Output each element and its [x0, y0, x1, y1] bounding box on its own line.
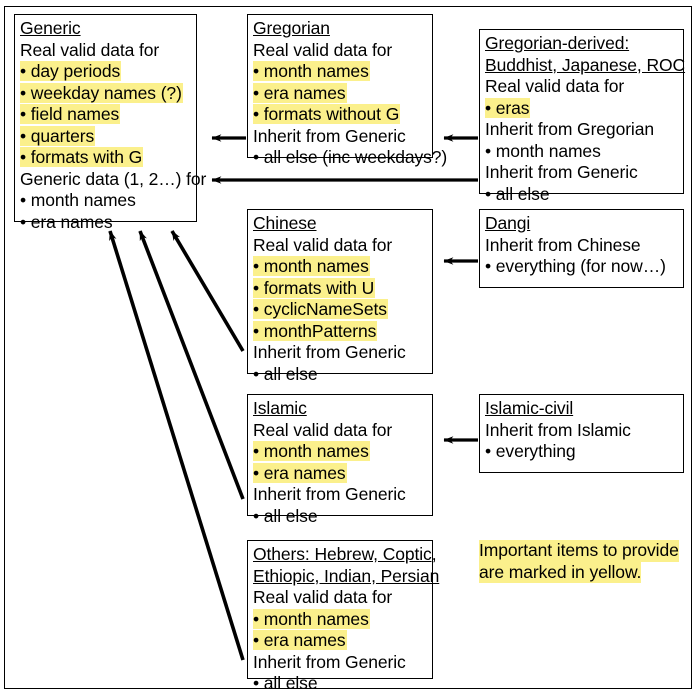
node-line-text: • day periods — [20, 61, 122, 81]
legend-line-2-wrap: are marked in yellow. — [479, 561, 689, 583]
node-line: • month names — [485, 140, 601, 161]
node-line: • field names — [20, 104, 191, 126]
node-line: Inherit from Generic — [253, 342, 406, 362]
node-line-text: • field names — [20, 104, 121, 124]
node-line: • day periods — [20, 61, 191, 83]
node-line-text: • month names — [253, 61, 370, 81]
node-line: • all else — [253, 363, 318, 384]
node-line-text: • weekday names (?) — [20, 82, 183, 103]
node-line: • all else (inc weekdays?) — [253, 147, 448, 167]
node-line-text: • quarters — [20, 125, 96, 146]
node-line: • formats without G — [253, 104, 427, 126]
node-line: • formats with U — [253, 277, 427, 300]
legend-line-2: are marked in yellow. — [479, 561, 642, 583]
node-line: • all else — [485, 183, 550, 204]
node-generic-title: Generic — [20, 18, 81, 38]
node-line: • monthPatterns — [253, 320, 427, 343]
node-islamic-civil[interactable]: Islamic-civil Inherit from Islamic • eve… — [479, 394, 684, 473]
node-line: • quarters — [20, 125, 191, 148]
node-line-text: • formats with G — [20, 147, 144, 167]
node-islamic-title: Islamic — [253, 398, 307, 418]
node-islamic-civil-lines: Inherit from Islamic • everything — [485, 420, 678, 463]
node-line-text: • month names — [253, 441, 370, 461]
node-line: • all else — [253, 505, 318, 526]
node-line-text: • era names — [253, 82, 347, 103]
node-gregorian-derived-lines: Real valid data for • eras Inherit from … — [485, 76, 678, 205]
node-line-text: • formats without G — [253, 104, 401, 124]
node-line: • everything (for now…) — [485, 256, 666, 276]
node-others-title2: Ethiopic, Indian, Persian — [253, 565, 440, 586]
legend-line-1-wrap: Important items to provide — [479, 540, 689, 562]
node-line: Inherit from Islamic — [485, 419, 631, 440]
node-line: • cyclicNameSets — [253, 299, 427, 321]
node-dangi-title: Dangi — [485, 213, 531, 233]
node-line-text: • month names — [253, 256, 370, 276]
node-line: Real valid data for — [253, 39, 393, 60]
node-chinese[interactable]: Chinese Real valid data for • month name… — [247, 209, 433, 384]
node-line: • era names — [253, 630, 427, 652]
legend-line-1: Important items to provide — [479, 540, 679, 562]
node-line: • month names — [253, 608, 427, 631]
node-gregorian-lines: Real valid data for • month names • era … — [253, 39, 448, 169]
node-line: • month names — [20, 190, 136, 210]
node-line-text: • monthPatterns — [253, 320, 378, 341]
node-others-title: Others: Hebrew, Coptic, — [253, 544, 437, 564]
outer-border — [4, 6, 692, 689]
node-line: Inherit from Generic — [485, 162, 638, 182]
node-dangi[interactable]: Dangi Inherit from Chinese • everything … — [479, 209, 684, 288]
node-generic-lines: Real valid data for • day periods • week… — [20, 39, 207, 234]
node-line: Real valid data for — [253, 587, 393, 607]
node-gregorian-title: Gregorian — [253, 18, 330, 38]
node-line: • month names — [253, 61, 427, 83]
node-line: • era names — [20, 211, 113, 232]
node-line-text: • cyclicNameSets — [253, 299, 388, 319]
node-islamic-civil-title: Islamic-civil — [485, 398, 574, 418]
node-line: Inherit from Generic — [253, 125, 406, 146]
node-line: Inherit from Generic — [253, 484, 406, 504]
node-line-text: • eras — [485, 97, 531, 118]
node-islamic[interactable]: Islamic Real valid data for • month name… — [247, 394, 433, 526]
node-gregorian[interactable]: Gregorian Real valid data for • month na… — [247, 14, 447, 167]
node-line: • month names — [253, 256, 427, 278]
node-line: Inherit from Chinese — [485, 234, 641, 255]
node-line-text: • month names — [253, 608, 370, 629]
node-line: Inherit from Gregorian — [485, 119, 654, 139]
node-generic[interactable]: Generic Real valid data for • day period… — [14, 14, 206, 232]
node-islamic-lines: Real valid data for • month names • era … — [253, 420, 427, 528]
node-line: Real valid data for — [485, 76, 625, 96]
node-line: • formats with G — [20, 147, 191, 169]
node-gregorian-derived-title: Gregorian-derived: — [485, 33, 630, 53]
node-others[interactable]: Others: Hebrew, Coptic, Ethiopic, Indian… — [247, 540, 440, 693]
node-chinese-title: Chinese — [253, 213, 317, 233]
node-line: Real valid data for — [253, 234, 393, 255]
node-line: Generic data (1, 2…) for — [20, 168, 207, 189]
node-line: • month names — [253, 441, 427, 463]
node-dangi-lines: Inherit from Chinese • everything (for n… — [485, 235, 678, 278]
node-line: Real valid data for — [20, 39, 160, 60]
node-line-text: • era names — [253, 630, 347, 650]
node-chinese-lines: Real valid data for • month names • form… — [253, 235, 427, 386]
node-line: • everything — [485, 441, 576, 461]
node-others-lines: Real valid data for • month names • era … — [253, 587, 427, 695]
node-line: • eras — [485, 97, 678, 120]
node-line: • weekday names (?) — [20, 82, 191, 105]
node-gregorian-derived-title2: Buddhist, Japanese, ROC — [485, 54, 686, 75]
node-line: Inherit from Generic — [253, 651, 406, 672]
node-line: Real valid data for — [253, 419, 393, 440]
node-gregorian-derived[interactable]: Gregorian-derived: Buddhist, Japanese, R… — [479, 29, 686, 204]
node-line: • all else — [253, 673, 318, 693]
node-line: • era names — [253, 82, 427, 105]
node-line: • era names — [253, 462, 427, 485]
legend-note: Important items to provide are marked in… — [479, 540, 689, 583]
node-line-text: • formats with U — [253, 277, 376, 298]
node-line-text: • era names — [253, 462, 347, 483]
